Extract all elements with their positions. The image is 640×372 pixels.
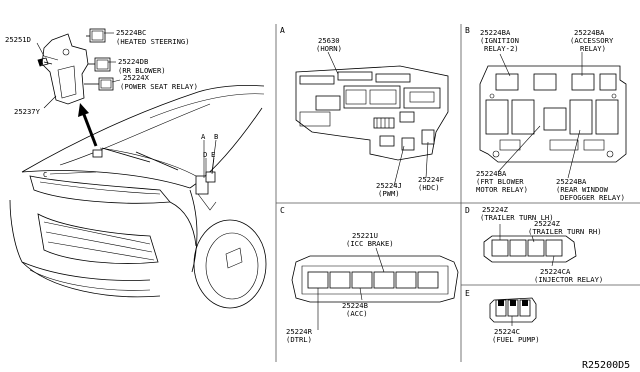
part-25224BA-ignition: 25224BA — [480, 28, 511, 37]
label-icc-brake: (ICC BRAKE) — [346, 239, 394, 248]
panel-e-fuel-pump-relay — [489, 297, 537, 323]
label-trailer-turn-rh: (TRAILER TURN RH) — [528, 227, 602, 236]
callout-leaders — [49, 139, 217, 178]
panel-d-leaders — [499, 224, 555, 267]
callout-e: E — [211, 150, 215, 159]
part-25224Z-lh: 25224Z — [482, 205, 509, 214]
relay-power-seat — [84, 77, 114, 91]
label-rr-blower: (RR BLOWER) — [118, 66, 166, 75]
part-25224B: 25224B — [342, 301, 368, 310]
callout-a: A — [201, 132, 206, 141]
label-heated-steering: (HEATED STEERING) — [116, 37, 190, 46]
panel-a-letter: A — [280, 26, 285, 35]
diagram-reference-code: R25200D5 — [582, 360, 630, 371]
panel-a-leaders — [327, 51, 429, 187]
label-relay-2: RELAY-2) — [484, 44, 519, 53]
label-dtrl: (DTRL) — [286, 335, 312, 344]
vehicle-front-view — [9, 84, 267, 309]
label-trailer-turn-lh: (TRAILER TURN LH) — [480, 213, 554, 222]
label-relay: RELAY) — [580, 44, 606, 53]
part-25224Z-rh: 25224Z — [534, 219, 561, 228]
label-frt-blower: (FRT BLOWER — [476, 177, 524, 186]
panel-e-letter: E — [465, 289, 470, 298]
part-25224C: 25224C — [494, 327, 520, 336]
label-ignition: (IGNITION — [480, 36, 519, 45]
callout-c: C — [43, 170, 47, 179]
part-25224J: 25224J — [376, 181, 402, 190]
panel-c-relay-block — [291, 255, 459, 303]
label-acc: (ACC) — [346, 309, 368, 318]
label-rear-window: (REAR WINDOW — [556, 185, 609, 194]
part-25224R: 25224R — [286, 327, 313, 336]
panel-b-relay-block — [479, 65, 627, 163]
label-accessory: (ACCESSORY — [570, 36, 614, 45]
part-25251D: 25251D — [5, 35, 31, 44]
part-25224BA-rear-window: 25224BA — [556, 177, 587, 186]
panel-d-letter: D — [465, 206, 470, 215]
label-horn: (HORN) — [316, 44, 342, 53]
panel-b-letter: B — [465, 26, 470, 35]
part-25221U: 25221U — [352, 231, 378, 240]
label-pwm: (PWM) — [378, 189, 400, 198]
callout-d: D — [203, 150, 207, 159]
label-injector-relay: (INJECTOR RELAY) — [534, 275, 603, 284]
panel-b-leaders — [497, 52, 583, 179]
part-25224BC: 25224BC — [116, 28, 146, 37]
panel-a-fuse-block — [295, 65, 449, 161]
label-fuel-pump: (FUEL PUMP) — [492, 335, 540, 344]
label-motor-relay: MOTOR RELAY) — [476, 185, 528, 194]
label-defogger-relay: DEFOGGER RELAY) — [560, 193, 625, 202]
label-hdc: (HDC) — [418, 183, 440, 192]
part-25224F: 25224F — [418, 175, 444, 184]
relay-heated-steering — [86, 28, 106, 43]
relay-rr-blower — [88, 57, 111, 72]
bolt-icon — [37, 57, 53, 67]
label-power-seat-relay: (POWER SEAT RELAY) — [120, 82, 198, 91]
part-25224BA-frt-blower: 25224BA — [476, 169, 507, 178]
panel-frames — [275, 24, 640, 362]
part-25224CA: 25224CA — [540, 267, 571, 276]
part-25630: 25630 — [318, 36, 340, 45]
callout-b: B — [214, 132, 218, 141]
part-25224DB: 25224DB — [118, 57, 148, 66]
pointer-arrow — [78, 103, 98, 147]
panel-d-relay-block — [483, 235, 577, 263]
part-25224X: 25224X — [123, 73, 150, 82]
panel-c-letter: C — [280, 206, 285, 215]
panel-c-leaders — [317, 247, 385, 330]
part-25224BA-accessory: 25224BA — [574, 28, 605, 37]
relay-bracket-assembly — [36, 28, 121, 109]
part-25237Y: 25237Y — [14, 107, 41, 116]
